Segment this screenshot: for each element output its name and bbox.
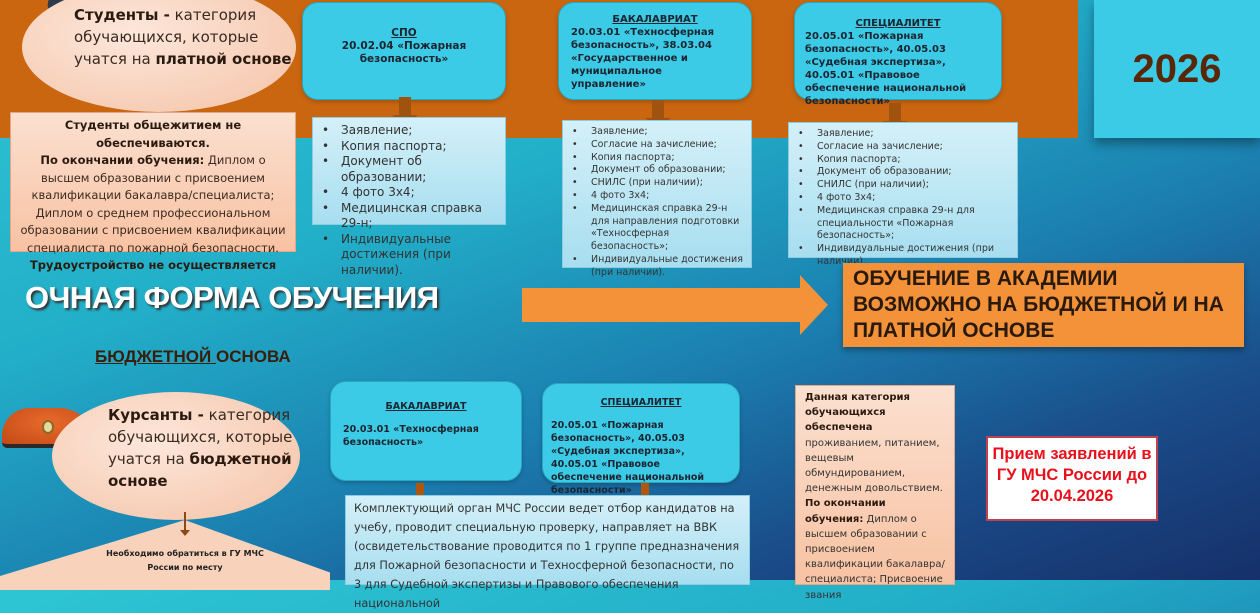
selection-info: Комплектующий орган МЧС России ведет отб… (345, 495, 750, 610)
arrow-head (180, 530, 190, 536)
arrow-down-icon (645, 100, 671, 128)
docs-list-spo: Заявление;Копия паспорта;Документ об обр… (312, 117, 506, 277)
arrow-right-icon (522, 275, 828, 335)
deadline-notice: Прием заявлений в ГУ МЧС России до 20.04… (986, 436, 1158, 521)
arrow-down-icon (416, 483, 424, 495)
arrow-down-icon (882, 103, 908, 131)
academy-note: ОБУЧЕНИЕ В АКАДЕМИИ ВОЗМОЖНО НА БЮДЖЕТНО… (843, 263, 1244, 347)
students-oval: Студенты - категория обучающихся, которы… (22, 0, 296, 112)
docs-list-specialist: Заявление;Согласие на зачисление;Копия п… (788, 122, 1018, 267)
docs-list-bachelor: Заявление;Согласие на зачисление;Копия п… (562, 120, 752, 278)
arrow-down-icon (641, 483, 649, 495)
cadets-oval: Курсанты - категория обучающихся, которы… (52, 392, 300, 520)
instruction-text: Необходимо обратиться в ГУ МЧС России по… (106, 549, 264, 572)
arrow-down-icon (392, 97, 418, 125)
year-label: 2026 (1094, 0, 1260, 138)
budget-heading: БЮДЖЕТНОЙ ОСНОВА (95, 347, 291, 366)
arrow-down-icon (184, 512, 186, 532)
main-title: ОЧНАЯ ФОРМА ОБУЧЕНИЯ (25, 280, 439, 315)
provision-info: Данная категория обучающихся обеспечена … (795, 385, 955, 601)
students-info: Студенты общежитием не обеспечиваются.По… (10, 112, 296, 272)
